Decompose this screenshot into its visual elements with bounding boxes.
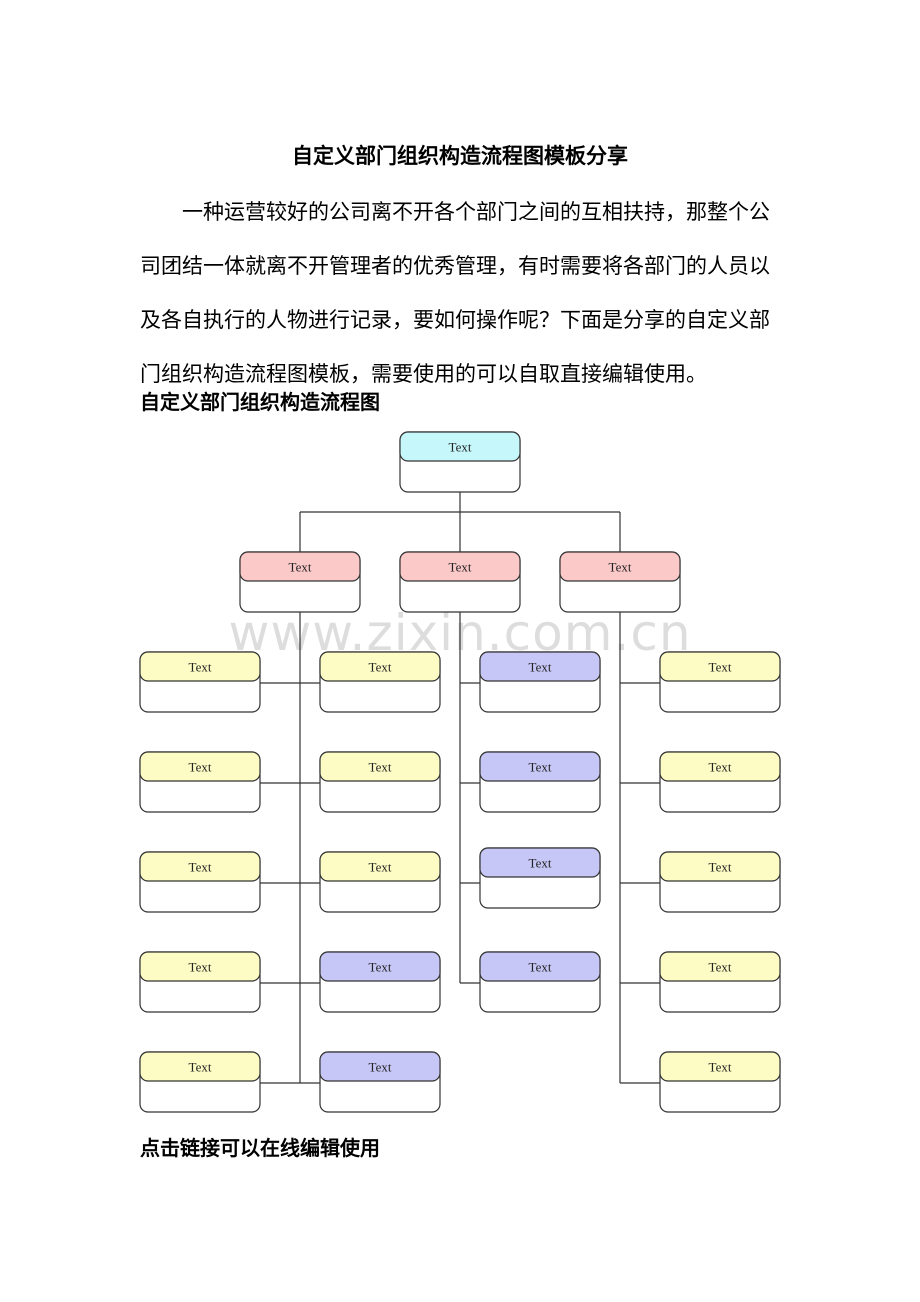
document-title: 自定义部门组织构造流程图模板分享	[292, 144, 628, 168]
box-header	[479, 847, 601, 878]
department-node[interactable]: Text	[559, 551, 681, 613]
box-header	[319, 951, 441, 982]
department-node[interactable]: Text	[239, 551, 361, 613]
member-node[interactable]: Text	[659, 1051, 781, 1113]
box-header	[139, 951, 261, 982]
intro-paragraph: 一种运营较好的公司离不开各个部门之间的互相扶持，那整个公司团结一体就离不开管理者…	[140, 200, 770, 386]
member-node[interactable]: Text	[319, 851, 441, 913]
box-header	[479, 751, 601, 782]
member-node[interactable]: Text	[659, 651, 781, 713]
box-label: Text	[709, 960, 732, 975]
box-label: Text	[189, 860, 212, 875]
box-header	[559, 551, 681, 582]
member-node[interactable]: Text	[659, 951, 781, 1013]
box-label: Text	[369, 760, 392, 775]
member-node[interactable]: Text	[479, 651, 601, 713]
member-node[interactable]: Text	[139, 951, 261, 1013]
box-header	[319, 651, 441, 682]
box-label: Text	[369, 960, 392, 975]
edit-link-heading[interactable]: 点击链接可以在线编辑使用	[140, 1136, 380, 1160]
box-header	[659, 751, 781, 782]
box-header	[239, 551, 361, 582]
box-label: Text	[709, 660, 732, 675]
box-header	[659, 951, 781, 982]
box-header	[319, 1051, 441, 1082]
box-label: Text	[189, 760, 212, 775]
department-node[interactable]: Text	[399, 551, 521, 613]
member-node[interactable]: Text	[319, 751, 441, 813]
box-header	[139, 751, 261, 782]
member-node[interactable]: Text	[479, 847, 601, 909]
member-node[interactable]: Text	[319, 651, 441, 713]
member-node[interactable]: Text	[479, 751, 601, 813]
box-label: Text	[449, 440, 472, 455]
box-label: Text	[529, 856, 552, 871]
box-header	[659, 1051, 781, 1082]
box-label: Text	[189, 960, 212, 975]
box-header	[399, 431, 521, 462]
box-label: Text	[529, 760, 552, 775]
chart-heading: 自定义部门组织构造流程图	[140, 390, 380, 414]
box-header	[479, 951, 601, 982]
box-label: Text	[369, 660, 392, 675]
box-label: Text	[369, 1060, 392, 1075]
box-header	[659, 851, 781, 882]
box-header	[399, 551, 521, 582]
member-node[interactable]: Text	[139, 851, 261, 913]
member-node[interactable]: Text	[139, 751, 261, 813]
box-header	[139, 651, 261, 682]
box-label: Text	[529, 660, 552, 675]
box-header	[319, 851, 441, 882]
box-header	[479, 651, 601, 682]
root-node[interactable]: Text	[399, 431, 521, 493]
box-label: Text	[609, 560, 632, 575]
member-node[interactable]: Text	[139, 1051, 261, 1113]
box-label: Text	[529, 960, 552, 975]
box-label: Text	[289, 560, 312, 575]
member-node[interactable]: Text	[659, 851, 781, 913]
box-label: Text	[369, 860, 392, 875]
box-label: Text	[709, 1060, 732, 1075]
box-label: Text	[189, 660, 212, 675]
member-node[interactable]: Text	[319, 1051, 441, 1113]
member-node[interactable]: Text	[479, 951, 601, 1013]
member-node[interactable]: Text	[659, 751, 781, 813]
member-node[interactable]: Text	[319, 951, 441, 1013]
box-label: Text	[709, 760, 732, 775]
box-label: Text	[449, 560, 472, 575]
box-header	[139, 1051, 261, 1082]
member-node[interactable]: Text	[139, 651, 261, 713]
box-label: Text	[709, 860, 732, 875]
box-header	[139, 851, 261, 882]
box-header	[319, 751, 441, 782]
box-header	[659, 651, 781, 682]
box-label: Text	[189, 1060, 212, 1075]
